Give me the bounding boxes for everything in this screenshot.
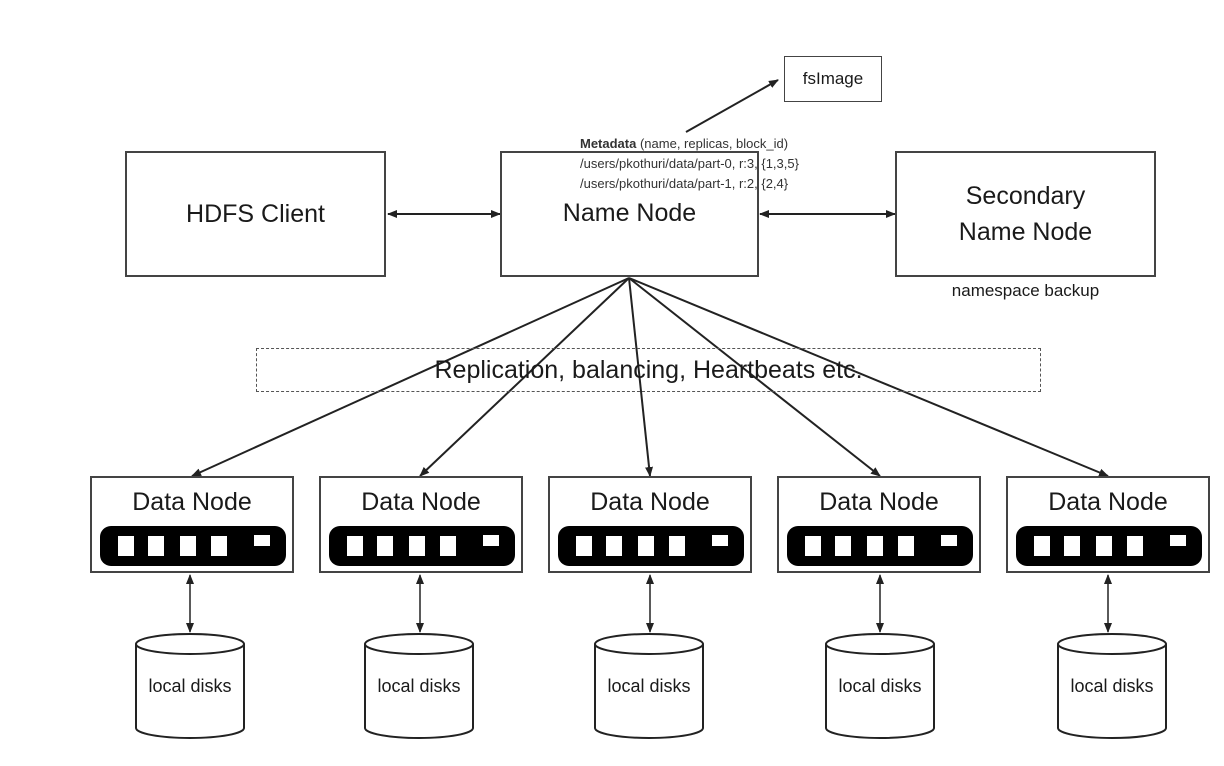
secondary-name-node-line-2: Name Node — [958, 218, 1093, 246]
local-disk-label: local disks — [377, 676, 461, 696]
name-node-label: Name Node — [562, 199, 697, 227]
cylinder-icon — [135, 633, 245, 739]
local-disk-5: local disks — [1056, 632, 1168, 740]
metadata-line-1: /users/pkothuri/data/part-0, r:3, {1,3,5… — [580, 156, 799, 171]
namenode-datanode-5-arrow — [628, 277, 1109, 477]
replication-note-text: Replication, balancing, Heartbeats etc. — [434, 355, 863, 384]
server-rack-icon — [100, 526, 286, 566]
local-disk-4: local disks — [824, 632, 936, 740]
data-node-label: Data Node — [132, 488, 252, 516]
data-node-3: Data Node — [548, 476, 752, 573]
data-node-label: Data Node — [1048, 488, 1168, 516]
fsimage-label: fsImage — [802, 69, 864, 88]
namespace-backup-label: namespace backup — [951, 281, 1100, 300]
data-node-label: Data Node — [819, 488, 939, 516]
fsimage-arrow — [685, 79, 779, 133]
metadata-line-2: /users/pkothuri/data/part-1, r:2, {2,4} — [580, 176, 789, 191]
local-disk-1: local disks — [134, 632, 246, 740]
replication-note: Replication, balancing, Heartbeats etc. — [256, 348, 1041, 392]
fsimage-box: fsImage — [784, 56, 882, 102]
hdfs-client-box: HDFS Client — [125, 151, 386, 277]
secondary-name-node-box: Secondary Name Node — [895, 151, 1156, 277]
local-disk-label: local disks — [148, 676, 232, 696]
server-rack-icon — [1016, 526, 1202, 566]
data-node-2: Data Node — [319, 476, 523, 573]
namenode-datanode-4-arrow — [628, 277, 881, 477]
name-node-box: Name Node — [500, 151, 759, 277]
local-disk-label: local disks — [607, 676, 691, 696]
local-disk-2: local disks — [363, 632, 475, 740]
cylinder-icon — [825, 633, 935, 739]
namenode-datanode-2-arrow — [419, 277, 630, 477]
secondary-name-node-line-1: Secondary — [965, 182, 1086, 210]
server-rack-icon — [329, 526, 515, 566]
data-node-5: Data Node — [1006, 476, 1210, 573]
local-disk-label: local disks — [1070, 676, 1154, 696]
data-node-4: Data Node — [777, 476, 981, 573]
data-node-1: Data Node — [90, 476, 294, 573]
namenode-datanode-3-arrow — [628, 277, 654, 477]
local-disk-3: local disks — [593, 632, 705, 740]
metadata-heading-fields: (name, replicas, block_id) — [636, 136, 789, 151]
data-node-label: Data Node — [590, 488, 710, 516]
hdfs-client-label: HDFS Client — [186, 199, 325, 228]
data-node-label: Data Node — [361, 488, 481, 516]
namenode-datanode-1-arrow — [191, 277, 630, 477]
cylinder-icon — [364, 633, 474, 739]
metadata-annotation: Metadata (name, replicas, block_id) /use… — [580, 134, 799, 194]
metadata-heading: Metadata — [580, 136, 637, 151]
cylinder-icon — [1057, 633, 1167, 739]
local-disk-label: local disks — [838, 676, 922, 696]
server-rack-icon — [558, 526, 744, 566]
server-rack-icon — [787, 526, 973, 566]
cylinder-icon — [594, 633, 704, 739]
